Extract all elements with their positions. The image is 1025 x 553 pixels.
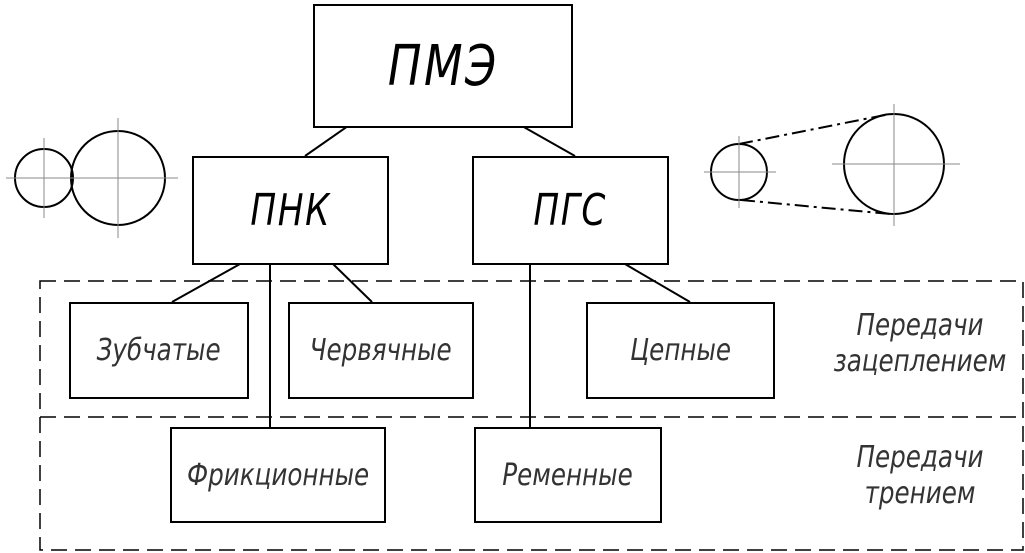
group-node-pgs: ПГС (472, 156, 669, 265)
leaf-node-remennye: Ременные (474, 427, 662, 523)
leaf-node-label: Зубчатые (97, 333, 221, 368)
zones-frame (39, 280, 1024, 551)
leaf-node-label: Ременные (502, 457, 634, 493)
group-node-label: ПГС (533, 185, 608, 236)
zone-label-line: трением (864, 476, 976, 511)
leaf-node-chervyachnye: Червячные (288, 302, 474, 399)
link-root-pnk (304, 125, 349, 157)
link-pgs-tsepnye (624, 263, 691, 303)
group-node-label: ПНК (250, 185, 331, 236)
zone-label-line: Передачи (856, 308, 984, 343)
leaf-node-friktsionnye: Фрикционные (170, 427, 386, 523)
gear-pair-icon (6, 118, 178, 238)
zone-label-friction: Передачи трением (830, 440, 1010, 512)
leaf-node-tsepnye: Цепные (586, 302, 775, 399)
leaf-node-label: Цепные (630, 333, 731, 368)
leaf-node-label: Червячные (309, 333, 453, 368)
link-pnk-chervyachnye (332, 263, 373, 303)
zone-label-line: зацеплением (833, 344, 1007, 379)
zone-label-line: Передачи (856, 440, 984, 475)
belt-drive-icon (704, 104, 960, 226)
leaf-node-label: Фрикционные (186, 457, 370, 493)
link-pnk-zubchatye (171, 263, 241, 303)
root-node-label: ПМЭ (387, 33, 499, 99)
link-root-pgs (521, 125, 576, 157)
leaf-node-zubchatye: Зубчатые (69, 302, 249, 399)
root-node-pme: ПМЭ (313, 4, 573, 128)
zone-label-engagement: Передачи зацеплением (830, 308, 1010, 380)
group-node-pnk: ПНК (192, 156, 389, 265)
